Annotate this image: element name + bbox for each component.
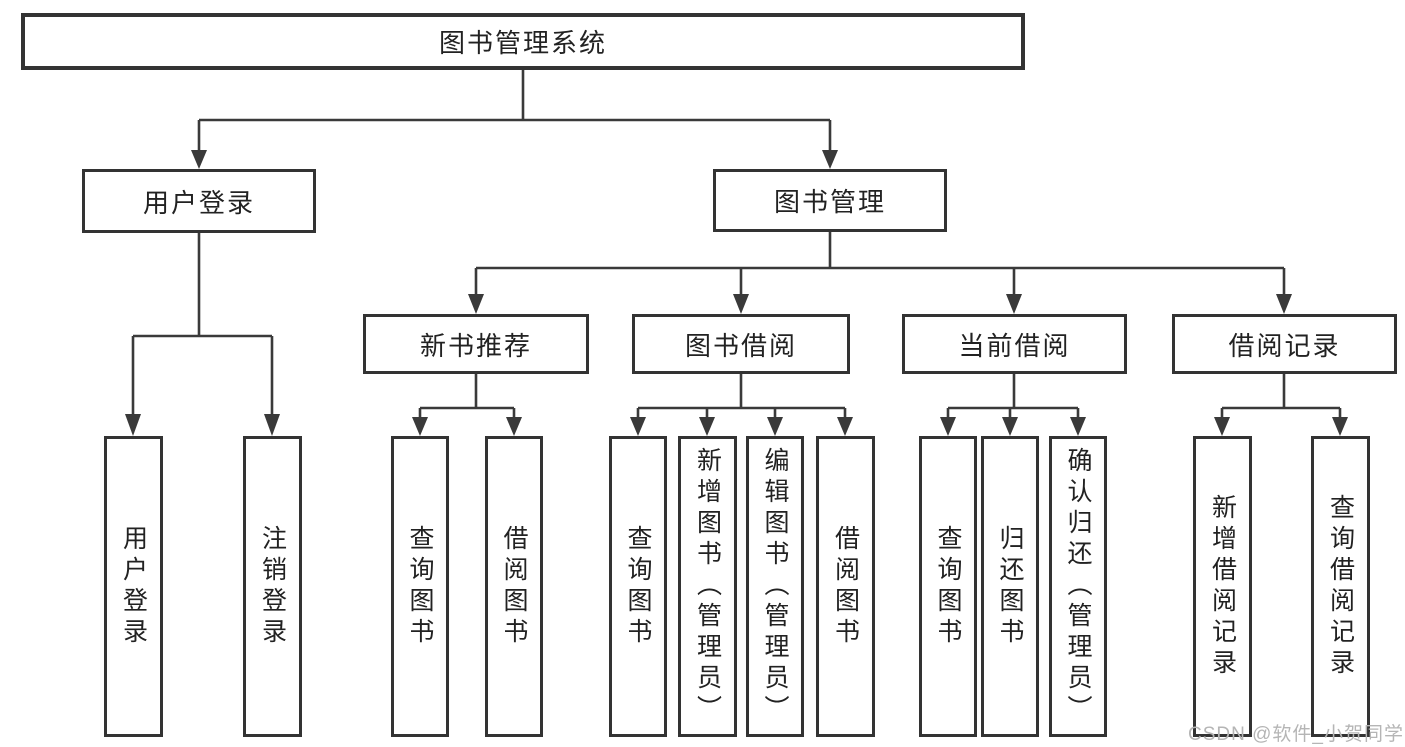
leaf-box-query-books: 查询图书 bbox=[919, 436, 977, 737]
user-login-connectors bbox=[125, 233, 280, 436]
arrow-down-icon bbox=[822, 150, 838, 169]
arrow-down-icon bbox=[630, 417, 646, 436]
arrow-down-icon bbox=[1214, 417, 1230, 436]
node-label: 查询图书 bbox=[624, 524, 652, 649]
node-label: 新增借阅记录 bbox=[1208, 493, 1237, 680]
csdn-watermark: CSDN @软件_小贺同学 bbox=[1188, 724, 1404, 745]
node-label: 用户登录 bbox=[119, 524, 148, 649]
node-label: 借阅图书 bbox=[831, 524, 860, 649]
arrow-down-icon bbox=[699, 417, 715, 436]
arrow-down-icon bbox=[1006, 294, 1022, 314]
leaf-box-return-books: 归还图书 bbox=[981, 436, 1039, 737]
node-label: 图书管理 bbox=[773, 187, 886, 217]
arrow-down-icon bbox=[940, 417, 956, 436]
node-label: 图书借阅 bbox=[684, 330, 797, 361]
node-box-current-borrow: 当前借阅 bbox=[902, 314, 1127, 374]
node-label: 新增图书（管理员） bbox=[693, 447, 722, 726]
arrow-down-icon bbox=[1332, 417, 1348, 436]
node-label: 编辑图书（管理员） bbox=[761, 447, 789, 726]
leaf-box-add-borrow-record: 新增借阅记录 bbox=[1193, 436, 1252, 737]
root-connectors bbox=[191, 70, 838, 169]
leaf-box-query-books: 查询图书 bbox=[391, 436, 449, 737]
node-box-library-management-system: 图书管理系统 bbox=[21, 13, 1025, 70]
borrow-records-connectors bbox=[1214, 374, 1348, 436]
arrow-down-icon bbox=[837, 417, 853, 436]
node-label: 查询图书 bbox=[406, 524, 434, 649]
node-label: 图书管理系统 bbox=[438, 28, 607, 58]
node-label: 用户登录 bbox=[142, 187, 255, 218]
node-box-new-book-recommend: 新书推荐 bbox=[363, 314, 589, 374]
node-box-book-borrow: 图书借阅 bbox=[632, 314, 850, 374]
leaf-box-confirm-return-admin: 确认归还（管理员） bbox=[1049, 436, 1107, 737]
arrow-down-icon bbox=[264, 414, 280, 436]
arrow-down-icon bbox=[1002, 417, 1018, 436]
leaf-box-borrow-books: 借阅图书 bbox=[816, 436, 875, 737]
arrow-down-icon bbox=[733, 294, 749, 314]
arrow-down-icon bbox=[412, 417, 428, 436]
node-label: 确认归还（管理员） bbox=[1064, 447, 1092, 726]
leaf-box-user-login: 用户登录 bbox=[104, 436, 163, 737]
node-box-book-management: 图书管理 bbox=[713, 169, 947, 232]
node-label: 当前借阅 bbox=[958, 330, 1071, 361]
current-borrow-connectors bbox=[940, 374, 1086, 436]
arrow-down-icon bbox=[506, 417, 522, 436]
leaf-box-logout: 注销登录 bbox=[243, 436, 302, 737]
leaf-box-add-books-admin: 新增图书（管理员） bbox=[678, 436, 737, 737]
leaf-box-query-borrow-record: 查询借阅记录 bbox=[1311, 436, 1370, 737]
arrow-down-icon bbox=[468, 294, 484, 314]
arrow-down-icon bbox=[1276, 294, 1292, 314]
node-label: 查询借阅记录 bbox=[1326, 493, 1355, 680]
arrow-down-icon bbox=[191, 150, 207, 169]
leaf-box-edit-books-admin: 编辑图书（管理员） bbox=[746, 436, 804, 737]
leaf-box-query-books: 查询图书 bbox=[609, 436, 667, 737]
node-box-user-login: 用户登录 bbox=[82, 169, 316, 233]
node-label: 归还图书 bbox=[996, 524, 1024, 649]
node-box-borrow-records: 借阅记录 bbox=[1172, 314, 1397, 374]
book-management-connectors bbox=[468, 232, 1292, 314]
node-label: 新书推荐 bbox=[419, 330, 532, 361]
node-label: 借阅记录 bbox=[1228, 330, 1341, 361]
node-label: 借阅图书 bbox=[500, 524, 528, 649]
arrow-down-icon bbox=[1070, 417, 1086, 436]
node-label: 查询图书 bbox=[934, 524, 962, 649]
book-borrow-connectors bbox=[630, 374, 853, 436]
node-label: 注销登录 bbox=[258, 524, 287, 649]
leaf-box-borrow-books: 借阅图书 bbox=[485, 436, 543, 737]
arrow-down-icon bbox=[767, 417, 783, 436]
new-book-recommend-connectors bbox=[412, 374, 522, 436]
arrow-down-icon bbox=[125, 414, 141, 436]
